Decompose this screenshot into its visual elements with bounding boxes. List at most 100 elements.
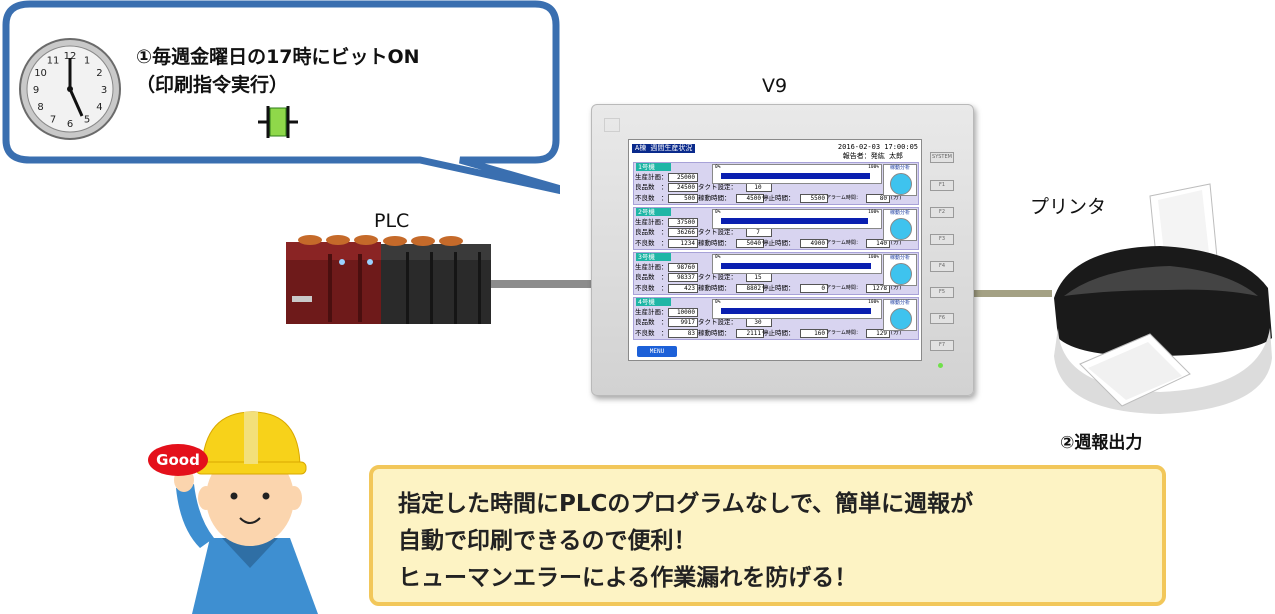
gauge-title: 稼動分析 [889,165,910,171]
gauge-circle-icon [890,263,912,285]
fkey-f2[interactable]: F2 [930,207,954,218]
progress-fill [721,218,868,224]
contact-symbol-icon [258,106,298,138]
hmi-screen: A棟 週間生産状況 2016-02-03 17:00:05 報告者：発紘 太郎 … [628,139,922,361]
stop-label: 停止時間： [762,329,795,337]
alarm-value: 140 [866,239,890,248]
clock-numeral: 3 [101,85,107,96]
plan-value: 10000 [668,308,698,317]
bubble-line-2: （印刷指令実行） [136,74,289,96]
clock-numeral: 12 [64,51,77,62]
gauge-title: 稼動分析 [889,210,910,216]
stop-label: 停止時間： [762,194,795,202]
bubble-line-1: ①毎週金曜日の17時にビットON [136,46,420,68]
info-line-3: ヒューマンエラーによる作業漏れを防げる！ [398,565,858,591]
bar-hundred-label: 100% [868,210,879,215]
plan-label: 生産計画： [635,218,668,226]
alarm-label: アラーム時間： [826,285,861,291]
printer-label: プリンタ [1030,196,1107,218]
run-label: 稼動時間： [698,239,731,247]
fkey-f4[interactable]: F4 [930,261,954,272]
screen-datetime: 2016-02-03 17:00:05 [837,143,918,151]
good-label: 良品数 ： [635,273,668,281]
plan-label: 生産計画： [635,308,668,316]
stop-value: 0 [800,284,828,293]
bad-label: 不良数 ： [635,329,668,337]
clock-numeral: 5 [84,114,90,125]
clock-numeral: 2 [96,68,102,79]
fkey-f5[interactable]: F5 [930,287,954,298]
progress-bar: 0% 100% [712,209,882,229]
progress-bar: 0%100% [712,254,882,274]
info-line-1: 指定した時間にPLCのプログラムなしで、簡単に週報が [398,491,974,517]
bad-label: 不良数 ： [635,284,668,292]
stop-label: 停止時間： [762,239,795,247]
takt-value: 7 [746,228,772,237]
fkey-f7[interactable]: F7 [930,340,954,351]
plan-label: 生産計画： [635,173,668,181]
fkey-f3[interactable]: F3 [930,234,954,245]
good-label: 良品数 ： [635,318,668,326]
machine-name: 1号機 [636,163,671,171]
clock-numeral: 4 [96,102,102,113]
bad-value: 423 [668,284,698,293]
clock-numeral: 8 [37,102,43,113]
takt-label: タクト設定： [698,228,737,236]
bar-hundred-label: 100% [868,165,879,170]
clock-numeral: 9 [33,85,39,96]
operation-gauge: 稼動分析 [883,209,917,241]
good-value: 24500 [668,183,698,192]
alarm-value: 80 [866,194,890,203]
gauge-circle-icon [890,173,912,195]
progress-bar: 0%100% [712,299,882,319]
operation-gauge: 稼動分析 [883,254,917,286]
info-box [369,465,1166,606]
takt-label: タクト設定： [698,183,737,191]
bad-label: 不良数 ： [635,194,668,202]
plc-label: PLC [374,210,410,232]
plan-value: 25000 [668,173,698,182]
minutes-label: (分) [890,330,903,336]
minutes-label: (分) [890,195,903,201]
alarm-label: アラーム時間： [826,195,861,201]
power-led [938,363,943,368]
fkey-f1[interactable]: F1 [930,180,954,191]
good-label: 良品数 ： [635,183,668,191]
gauge-circle-icon [890,308,912,330]
alarm-label: アラーム時間： [826,330,861,336]
machine-name: 2号機 [636,208,671,216]
info-line-2: 自動で印刷できるので便利！ [398,528,697,554]
bar-zero-label: 0% [715,165,721,170]
stop-value: 160 [800,329,828,338]
alarm-label: アラーム時間： [826,240,861,246]
run-label: 稼動時間： [698,194,731,202]
bar-zero-label: 0% [715,210,721,215]
run-value: 2111 [736,329,764,338]
bar-zero-label: 0% [715,255,721,260]
progress-fill [721,308,871,314]
device-logo-icon [604,118,620,132]
machine-name: 4号機 [636,298,671,306]
bar-zero-label: 0% [715,300,721,305]
clock-numeral: 6 [67,119,73,130]
minutes-label: (分) [890,240,903,246]
gauge-circle-icon [890,218,912,240]
fkey-system[interactable]: SYSTEM [930,152,954,163]
fkey-f6[interactable]: F6 [930,313,954,324]
good-badge: Good [156,451,200,469]
menu-button[interactable]: MENU [637,346,677,357]
stop-label: 停止時間： [762,284,795,292]
operation-gauge: 稼動分析 [883,299,917,331]
plan-value: 37500 [668,218,698,227]
clock-numeral: 7 [50,114,56,125]
takt-value: 10 [746,183,772,192]
stop-value: 5500 [800,194,828,203]
run-value: 8802 [736,284,764,293]
takt-value: 15 [746,273,772,282]
